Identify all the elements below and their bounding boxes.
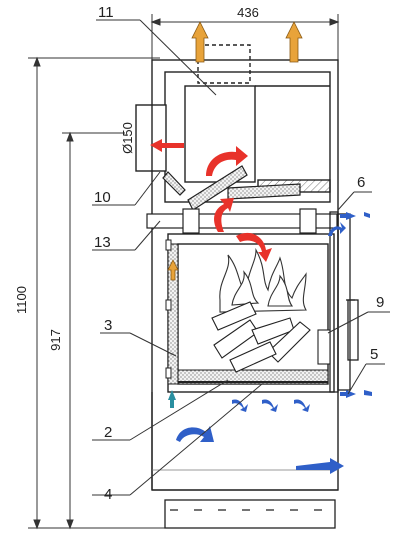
callout-2: 2 xyxy=(104,424,112,441)
left-wall-vents xyxy=(165,239,172,379)
insulation-left xyxy=(167,243,179,385)
callout-9: 9 xyxy=(376,294,384,311)
wood-logs xyxy=(211,301,331,373)
callout-11: 11 xyxy=(98,4,114,21)
callout-4: 4 xyxy=(104,486,112,503)
warm-air-out-arrows xyxy=(167,21,303,281)
insulation-bottom xyxy=(177,369,329,385)
flue-diameter-label: Ø150 xyxy=(120,122,135,154)
dimension-917-label: 917 xyxy=(48,329,63,351)
callout-13: 13 xyxy=(94,234,111,251)
baffle-plates xyxy=(162,165,301,211)
flames xyxy=(219,247,307,313)
hot-air-arrows xyxy=(150,139,272,262)
callout-10: 10 xyxy=(94,189,111,206)
plinth xyxy=(151,392,338,529)
dimension-436-label: 436 xyxy=(237,5,259,20)
dimension-1100-label: 1100 xyxy=(14,286,29,314)
cold-air-arrows xyxy=(168,212,372,474)
air-tube xyxy=(146,208,338,234)
dimension-917 xyxy=(62,131,125,530)
callout-3: 3 xyxy=(104,317,112,334)
callout-5: 5 xyxy=(370,346,378,363)
stove-body xyxy=(135,44,339,491)
callout-6: 6 xyxy=(357,174,365,191)
callout-leaders xyxy=(92,19,390,496)
